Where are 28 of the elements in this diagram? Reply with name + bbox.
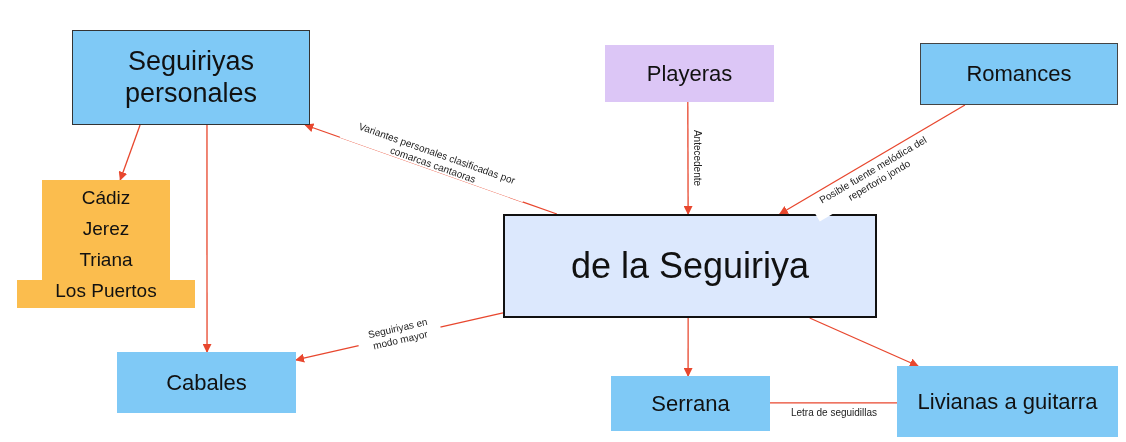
- concept-box: [920, 43, 1118, 105]
- node-text: de la Seguiriya: [570, 245, 810, 287]
- connector-line: [769, 402, 898, 404]
- region-list-box: [17, 180, 195, 308]
- node-text: Playeras: [646, 60, 733, 87]
- edge-label: Antecedente: [691, 127, 703, 189]
- arrow: [809, 317, 919, 367]
- node-text: Seguiriyas personales: [123, 46, 259, 109]
- arrow: [683, 317, 693, 377]
- edge-label: Letra de seguidillas: [788, 407, 879, 419]
- concept-box: [611, 376, 770, 431]
- concept-box: [897, 366, 1118, 437]
- arrow: [779, 104, 966, 215]
- concept-box: [72, 30, 310, 125]
- concept-box: [117, 352, 296, 413]
- node-text: Los Puertos: [55, 279, 157, 302]
- node-text: Romances: [966, 61, 1072, 87]
- concept-box: [605, 45, 774, 102]
- node-text: Cabales: [166, 369, 247, 396]
- arrow: [118, 124, 141, 181]
- node-text: Jerez: [82, 217, 130, 240]
- node-text: Livianas a guitarra: [917, 388, 1098, 415]
- node-text: Triana: [79, 248, 133, 271]
- arrow: [202, 124, 212, 353]
- arrow: [683, 101, 693, 215]
- concept-box: [503, 214, 877, 318]
- node-text: Cádiz: [81, 186, 131, 209]
- node-text: Serrana: [651, 390, 730, 417]
